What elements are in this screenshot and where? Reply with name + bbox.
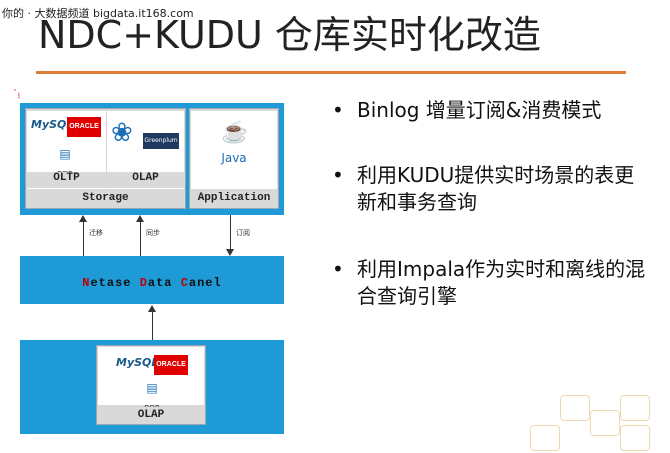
ndc-word-anel: anel bbox=[188, 276, 222, 290]
bullet-text: Binlog 增量订阅&消费模式 bbox=[357, 98, 602, 122]
hex-decoration bbox=[560, 395, 590, 421]
bullet-text: 利用KUDU提供实时场景的表更新和事务查询 bbox=[357, 163, 635, 214]
ndc-word-etase: etase bbox=[90, 276, 140, 290]
arrow-up-icon bbox=[148, 305, 156, 312]
database-icon: ▤ bbox=[146, 381, 158, 395]
bullet-item: • 利用KUDU提供实时场景的表更新和事务查询 bbox=[332, 162, 652, 242]
hex-decoration bbox=[620, 425, 650, 451]
ndc-letter-n: N bbox=[82, 276, 91, 290]
arrow-down-icon bbox=[226, 249, 234, 256]
arrow-migrate-line bbox=[83, 221, 84, 256]
hive-logo-icon: ❀ bbox=[111, 117, 133, 147]
ndc-title: Netase Data Canel bbox=[20, 276, 284, 290]
oracle-logo-icon: ORACLE bbox=[67, 117, 101, 137]
ddb-logo-icon: ▤ DDB bbox=[140, 379, 164, 412]
oracle-logo-icon: ORACLE bbox=[154, 355, 188, 375]
bottom-olap-label: OLAP bbox=[97, 407, 205, 423]
corner-mark: '╷ bbox=[14, 88, 22, 99]
arrow-label-subscribe: 订阅 bbox=[236, 229, 250, 237]
arrow-up-icon bbox=[79, 215, 87, 222]
ddb-logo-icon: ▤ DDB bbox=[53, 145, 77, 178]
bullet-dot: • bbox=[332, 98, 344, 122]
site-watermark: 你的 · 大数据频道 bigdata.it168.com bbox=[2, 7, 194, 20]
application-inner: ☕ Java bbox=[191, 111, 277, 189]
bullet-dot: • bbox=[332, 257, 344, 281]
greenplum-logo-icon: Greenplum bbox=[143, 133, 179, 149]
mysql-logo-icon: MySQL bbox=[116, 353, 158, 375]
bullet-text: 利用Impala作为实时和离线的混合查询引擎 bbox=[357, 257, 646, 308]
slide-title: NDC+KUDU 仓库实时化改造 bbox=[38, 13, 541, 57]
application-label: Application bbox=[190, 190, 278, 207]
title-underline bbox=[36, 71, 626, 74]
mysql-logo-text: MySQL bbox=[116, 356, 159, 369]
arrow-label-migrate: 迁移 bbox=[89, 229, 103, 237]
arrow-bottom-line bbox=[152, 311, 153, 340]
olap-label: OLAP bbox=[107, 172, 184, 188]
oltp-label: OLTP bbox=[27, 172, 106, 188]
mysql-logo-text: MySQL bbox=[31, 118, 74, 131]
arrow-sync-line bbox=[140, 221, 141, 256]
ndc-letter-c: C bbox=[180, 276, 189, 290]
java-cup-icon: ☕ bbox=[221, 119, 249, 144]
arrow-subscribe-line bbox=[230, 215, 231, 249]
database-icon: ▤ bbox=[59, 147, 71, 161]
arrow-label-sync: 同步 bbox=[146, 229, 160, 237]
hex-decoration bbox=[530, 425, 560, 451]
hex-decoration bbox=[620, 395, 650, 421]
ndc-panel bbox=[20, 256, 284, 304]
java-label: Java bbox=[221, 151, 247, 165]
bottom-olap-inner: MySQL ORACLE ▤ DDB bbox=[98, 347, 204, 412]
bullet-item: • 利用Impala作为实时和离线的混合查询引擎 bbox=[332, 256, 652, 316]
ndc-word-ata: ata bbox=[147, 276, 181, 290]
bullet-item: • Binlog 增量订阅&消费模式 bbox=[332, 97, 652, 157]
mysql-logo-icon: MySQL bbox=[31, 115, 73, 137]
bullet-dot: • bbox=[332, 163, 344, 187]
ndc-letter-d: D bbox=[139, 276, 148, 290]
hex-decoration bbox=[590, 410, 620, 436]
storage-label: Storage bbox=[26, 190, 185, 207]
arrow-up-icon bbox=[136, 215, 144, 222]
